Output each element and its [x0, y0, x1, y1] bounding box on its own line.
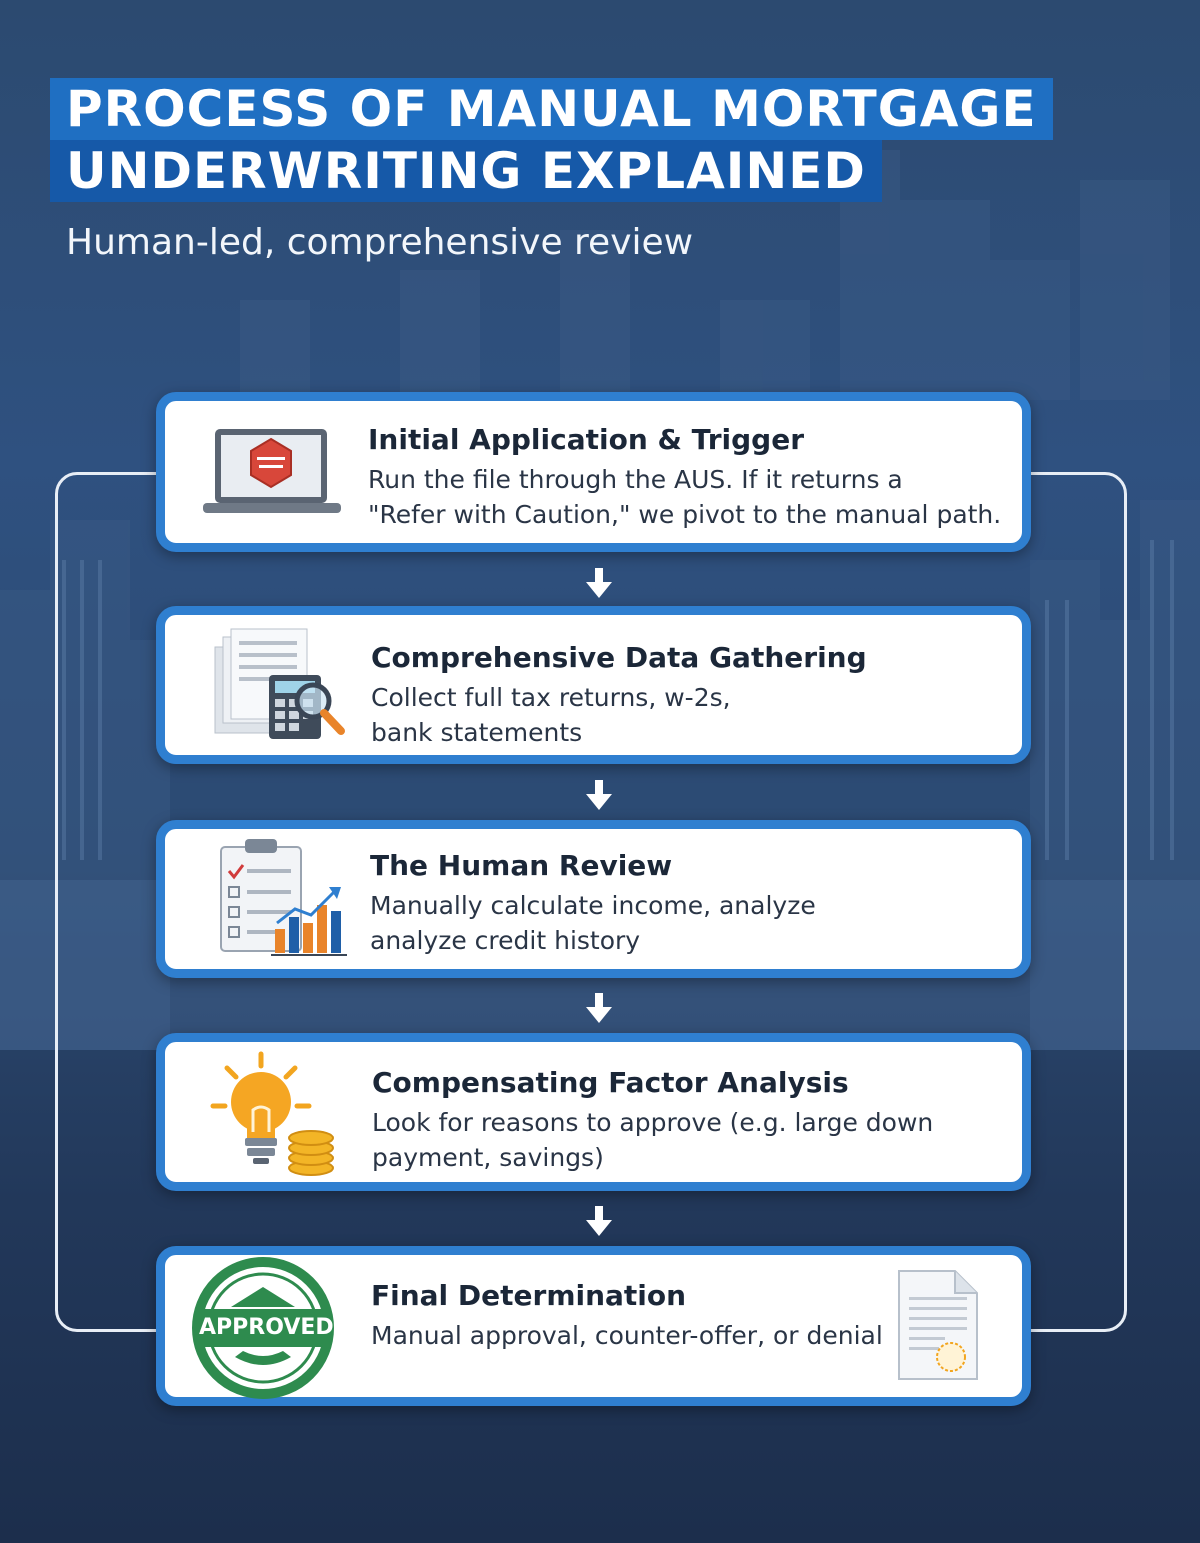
step-final-determination: APPROVED Final Determination Manual appr… — [156, 1246, 1031, 1406]
step-title: The Human Review — [370, 849, 673, 882]
step-description: Collect full tax returns, w-2s, bank sta… — [371, 680, 867, 750]
checklist-chart-icon — [220, 839, 347, 956]
title-line-1: PROCESS OF MANUAL MORTGAGE — [50, 78, 1053, 140]
page-title: PROCESS OF MANUAL MORTGAGE UNDERWRITING … — [50, 78, 1053, 202]
down-arrow-icon — [586, 1206, 612, 1236]
step-description-line: Manually calculate income, analyze — [370, 891, 816, 920]
step-compensating-factors: Compensating Factor Analysis Look for re… — [156, 1033, 1031, 1191]
documents-calculator-icon — [214, 628, 345, 739]
step-title: Final Determination — [371, 1279, 687, 1312]
down-arrow-icon — [586, 780, 612, 810]
step-description-line: analyze credit history — [370, 926, 641, 955]
step-description-line: Run the file through the AUS. If it retu… — [368, 465, 903, 494]
step-description-line: bank statements — [371, 718, 583, 747]
laptop-warning-icon — [203, 429, 341, 513]
approved-stamp-text: APPROVED — [199, 1315, 334, 1340]
page-subtitle: Human-led, comprehensive review — [66, 222, 694, 263]
step-title: Initial Application & Trigger — [368, 423, 804, 456]
down-arrow-icon — [586, 993, 612, 1023]
lightbulb-coins-icon — [210, 1051, 334, 1176]
step-initial-application: Initial Application & Trigger Run the fi… — [156, 392, 1031, 552]
step-description: Look for reasons to approve (e.g. large … — [372, 1105, 933, 1175]
step-description-line: Manual approval, counter-offer, or denia… — [371, 1321, 883, 1350]
step-description-line: payment, savings) — [372, 1143, 604, 1172]
approved-stamp-icon: APPROVED — [191, 1257, 335, 1399]
step-description-line: Collect full tax returns, w-2s, — [371, 683, 731, 712]
title-line-2: UNDERWRITING EXPLAINED — [50, 140, 882, 202]
step-human-review: The Human Review Manually calculate inco… — [156, 820, 1031, 978]
certificate-document-icon — [898, 1270, 978, 1380]
step-title: Compensating Factor Analysis — [372, 1066, 849, 1099]
down-arrow-icon — [586, 568, 612, 598]
step-description: Run the file through the AUS. If it retu… — [368, 462, 1001, 532]
step-title: Comprehensive Data Gathering — [371, 641, 867, 674]
step-description-line: Look for reasons to approve (e.g. large … — [372, 1108, 934, 1137]
step-description: Manually calculate income, analyze analy… — [370, 888, 816, 958]
step-data-gathering: Comprehensive Data Gathering Collect ful… — [156, 606, 1031, 764]
step-description-line: "Refer with Caution," we pivot to the ma… — [368, 500, 1002, 529]
step-description: Manual approval, counter-offer, or denia… — [371, 1318, 883, 1353]
